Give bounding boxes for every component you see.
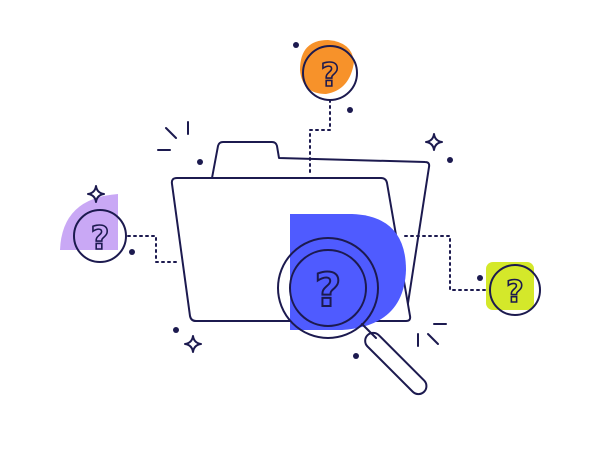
- sparkle-icon: [425, 133, 443, 151]
- sparkle-icon: [87, 185, 105, 203]
- connector-top: [309, 99, 331, 173]
- blue-accent-shape: [290, 214, 406, 330]
- decorative-dots: [129, 42, 483, 359]
- question-icon: ?: [506, 275, 523, 310]
- magnifier-icon: ?: [277, 237, 428, 396]
- question-icon: ?: [321, 56, 340, 94]
- question-badge-lime: ?: [486, 262, 541, 316]
- question-icon: ?: [91, 219, 110, 257]
- connector-right: [404, 235, 489, 291]
- question-badge-purple: ?: [60, 194, 127, 263]
- sparkle-icon: [184, 335, 202, 353]
- question-badge-orange: ?: [300, 40, 358, 101]
- connector-left: [127, 235, 179, 263]
- burst-lines-bottom-right: [417, 323, 447, 347]
- burst-lines-top-left: [157, 121, 189, 151]
- question-icon: ?: [315, 263, 342, 317]
